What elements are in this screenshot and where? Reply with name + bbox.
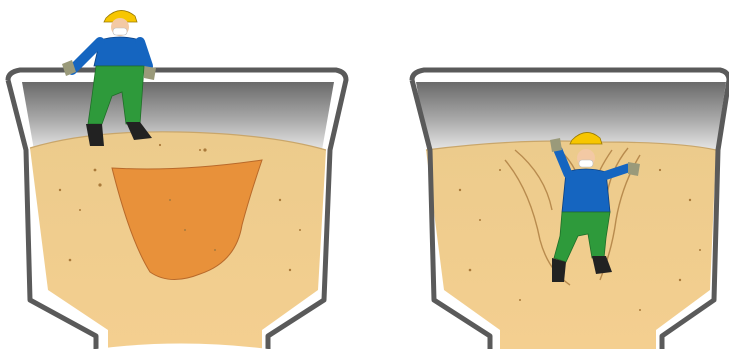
- silo-right: [412, 70, 729, 349]
- silo-right-inner-wall: [416, 82, 726, 150]
- silo-left: [8, 10, 346, 349]
